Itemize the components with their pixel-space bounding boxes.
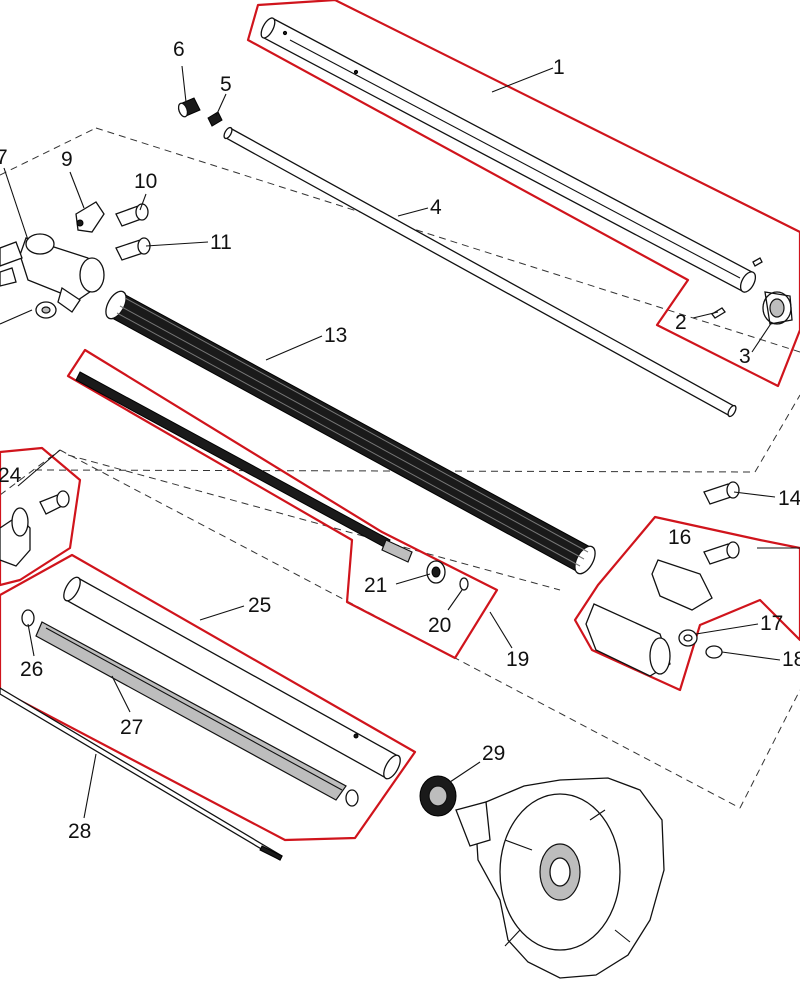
callout-28: 28	[68, 820, 91, 843]
callout-10: 10	[134, 170, 157, 193]
part-splined-tube	[105, 290, 596, 575]
part-ring-18	[705, 645, 723, 659]
part-screw-11	[115, 237, 151, 261]
part-lower-tube	[63, 576, 401, 780]
part-hex-screw	[177, 97, 201, 118]
callout-17: 17	[760, 612, 783, 635]
part-liner	[35, 621, 347, 801]
part-snap-ring	[21, 609, 359, 807]
part-clip-20	[459, 577, 469, 591]
part-end-nut	[762, 291, 793, 325]
part-clamp-collar	[0, 233, 105, 313]
callout-9: 9	[61, 148, 73, 171]
part-outer-tube	[260, 17, 757, 293]
callout-5: 5	[220, 73, 232, 96]
group-clutch-housing-highlight	[573, 515, 800, 692]
part-screw-14	[703, 481, 740, 505]
callout-24: 24	[0, 464, 22, 487]
callout-3: 3	[739, 345, 751, 368]
group-lower-tube-highlight	[0, 553, 417, 842]
callout-labels: 1 2 3 4 5 6 7 9 10 11 13 14 16 17 18 19 …	[0, 38, 800, 843]
part-flex-shaft	[0, 687, 283, 861]
callout-29: 29	[482, 742, 505, 765]
callout-18: 18	[782, 648, 800, 671]
callout-13: 13	[324, 324, 347, 347]
callout-1: 1	[553, 56, 565, 79]
group-outer-tube-highlight	[246, 0, 800, 388]
part-clutch-housing	[455, 777, 665, 979]
callout-11: 11	[210, 231, 232, 254]
callout-19: 19	[506, 648, 529, 671]
callout-7: 7	[0, 146, 8, 169]
part-handle-clamp	[0, 490, 70, 567]
part-inner-rod	[223, 126, 737, 418]
highlight-groups	[0, 0, 800, 842]
callout-25: 25	[248, 594, 271, 617]
callout-4: 4	[430, 196, 442, 219]
part-drive-shaft	[75, 371, 413, 563]
callout-20: 20	[428, 614, 451, 637]
part-spring-coupler	[419, 775, 457, 817]
upper-dashed-outline	[0, 127, 800, 591]
callout-2: 2	[675, 311, 687, 334]
group-drive-shaft-highlight	[66, 348, 499, 660]
part-pin	[711, 257, 763, 319]
callout-14: 14	[778, 487, 800, 510]
part-screw-10	[115, 203, 149, 227]
part-clutch-sleeve	[585, 603, 671, 677]
callout-16: 16	[668, 526, 691, 549]
part-small-nut	[0, 267, 57, 319]
callout-21: 21	[364, 574, 387, 597]
part-washer-17	[678, 629, 698, 647]
part-bracket	[651, 541, 740, 611]
callout-27: 27	[120, 716, 143, 739]
part-wing-knob	[75, 201, 105, 233]
part-set-screw	[207, 111, 223, 127]
group-handle-clamp-highlight	[0, 446, 82, 587]
callout-26: 26	[20, 658, 43, 681]
callout-6: 6	[173, 38, 185, 61]
part-washer-21	[426, 560, 446, 584]
leader-lines	[0, 65, 800, 819]
